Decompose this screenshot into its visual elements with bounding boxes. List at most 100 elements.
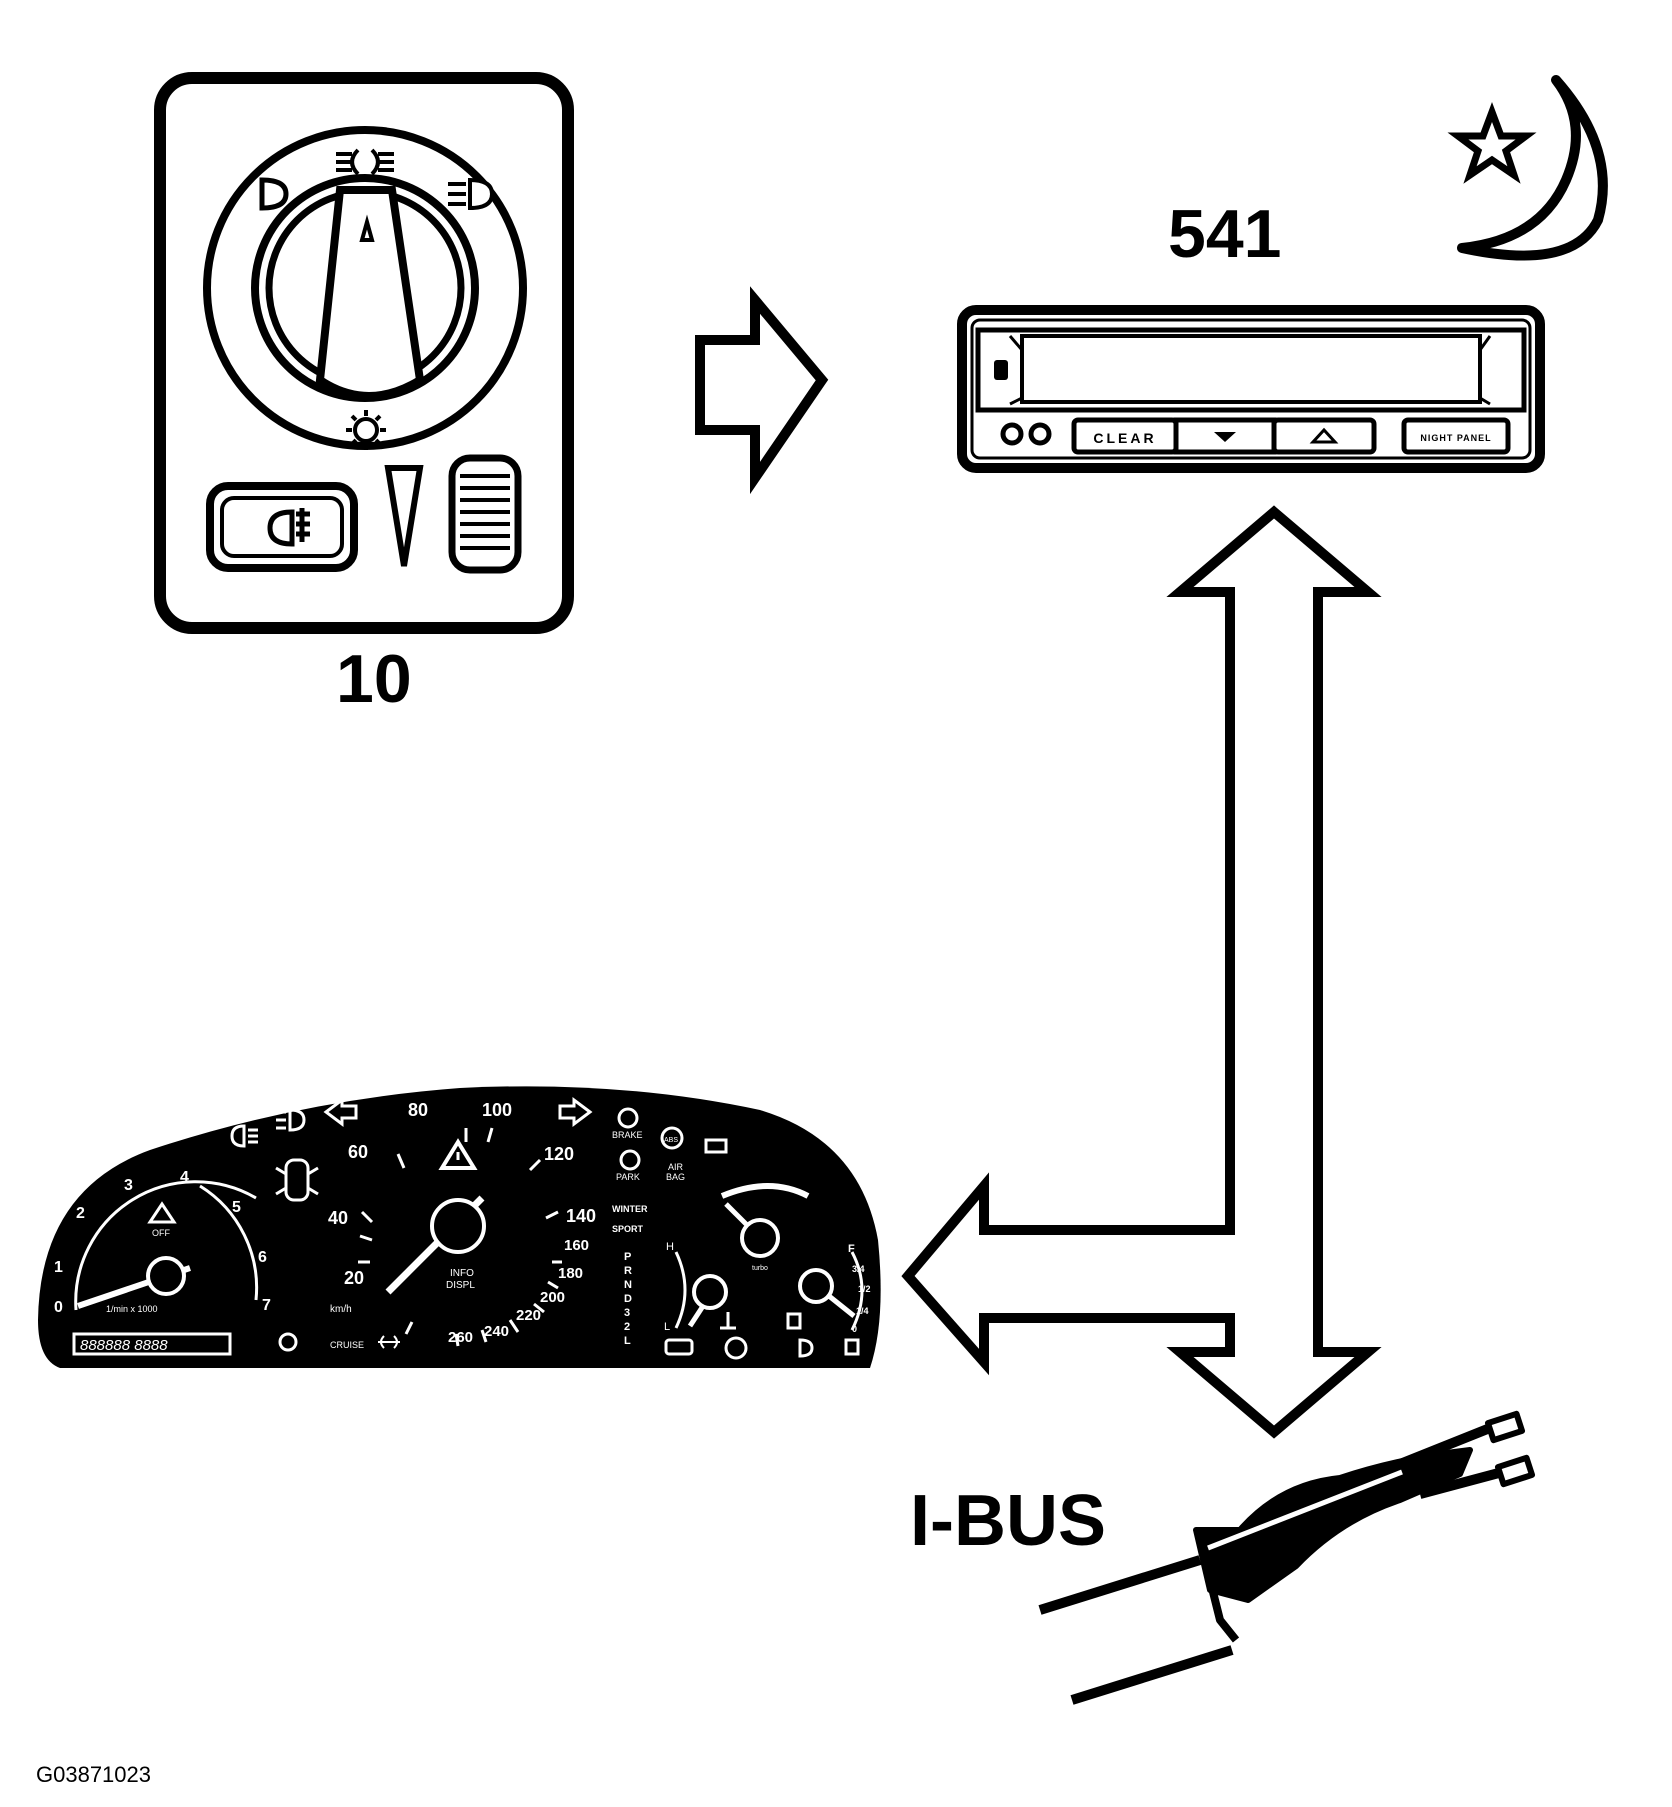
night-panel-button[interactable]	[1401, 417, 1511, 455]
sport-mode-label: SPORT	[612, 1224, 644, 1234]
rear-fog-icon	[230, 1124, 258, 1148]
ibus-label: I-BUS	[910, 1481, 1106, 1561]
gear-d: D	[624, 1293, 632, 1305]
signal-arrow-right	[695, 286, 829, 495]
fog-light-button[interactable]	[206, 482, 358, 572]
fog-light-icon	[267, 508, 310, 547]
up-arrow-icon	[1309, 427, 1339, 444]
airbag-label-1: AIR	[668, 1162, 684, 1172]
brake-icon	[617, 1107, 639, 1129]
gear-p: P	[624, 1251, 631, 1263]
tacho-tick-0: 0	[54, 1299, 63, 1316]
warning-lights: BRAKE ABS PARK AIR BAG WINTER SPORT	[612, 1107, 728, 1234]
night-star-icon	[1447, 102, 1537, 184]
turn-right-icon	[558, 1097, 593, 1127]
fuel-3q-label: 3/4	[852, 1264, 865, 1274]
temp-low-label: L	[664, 1321, 670, 1333]
check-engine-icon	[664, 1338, 694, 1356]
battery-icon	[704, 1138, 728, 1154]
turbo-label: turbo	[752, 1265, 768, 1272]
tacho-tick-5: 5	[232, 1199, 241, 1216]
cruise-label: CRUISE	[330, 1340, 364, 1350]
tacho-tick-4: 4	[180, 1169, 189, 1186]
headlight-icon	[448, 177, 495, 211]
gear-indicator: P R N D 3 2 L	[624, 1251, 632, 1347]
front-fog-icon	[798, 1338, 814, 1358]
fuel-half-label: 1/2	[858, 1284, 871, 1294]
winter-mode-label: WINTER	[612, 1204, 648, 1214]
fog-check-icon	[278, 1332, 298, 1352]
parking-light-icon	[259, 177, 289, 211]
gear-n: N	[624, 1279, 632, 1291]
park-label: PARK	[616, 1172, 640, 1182]
sid-indicator-right	[1028, 422, 1052, 446]
speedo-tick-240: 240	[484, 1323, 509, 1340]
abs-label: ABS	[664, 1137, 678, 1144]
coolant-icon	[720, 1312, 736, 1330]
odometer-digits: 888888 8888	[80, 1337, 168, 1354]
turn-left-icon	[323, 1097, 358, 1127]
info-display-label-2: DISPL	[446, 1280, 475, 1291]
tacho-tick-labels: 0 1 2 3 4 5 6 7	[54, 1169, 271, 1316]
lower-warning-icons	[664, 1336, 814, 1360]
tacho-tick-7: 7	[262, 1297, 271, 1314]
dimmer-indicator	[384, 465, 424, 567]
light-switch-panel	[154, 72, 574, 634]
speedo-tick-60: 60	[348, 1142, 368, 1162]
tacho-tick-6: 6	[258, 1249, 267, 1266]
side-lights-icon	[336, 148, 394, 176]
instrument-cluster: 0 1 2 3 4 5 6 7 1/min x 1000 OFF 888888 …	[38, 1086, 881, 1368]
light-sensor-icon	[994, 360, 1008, 380]
high-beam-icon	[276, 1108, 306, 1132]
fuel-gauge: F 3/4 1/2 1/4 0	[786, 1243, 871, 1356]
night-panel-button-label: NIGHT PANEL	[1420, 433, 1491, 443]
low-fuel-icon	[844, 1338, 860, 1356]
speedo-tick-labels: 20 40 60 80 100 120 140 160 180 200 220 …	[328, 1100, 596, 1346]
fuel-full-label: F	[848, 1243, 855, 1255]
park-brake-icon	[619, 1149, 641, 1171]
ibus-arrow-group	[901, 505, 1382, 1439]
temp-high-label: H	[666, 1241, 674, 1253]
sid-display-number: 541	[1168, 196, 1282, 272]
speedo-tick-120: 120	[544, 1144, 574, 1164]
warning-triangle-icon	[438, 1138, 478, 1170]
speedo-tick-100: 100	[482, 1100, 512, 1120]
tcs-warning-icon: OFF	[147, 1201, 177, 1238]
gear-2: 2	[624, 1321, 630, 1333]
turbo-gauge: turbo	[720, 1183, 810, 1272]
tacho-tick-2: 2	[76, 1205, 85, 1222]
speedo-tick-80: 80	[408, 1100, 428, 1120]
clear-button-label: CLEAR	[1093, 430, 1156, 446]
speedo-tick-180: 180	[558, 1265, 583, 1282]
fuel-empty-label: 0	[852, 1324, 857, 1334]
tacho-tick-3: 3	[124, 1177, 133, 1194]
speedometer	[358, 1127, 562, 1347]
rotary-knob[interactable]	[315, 186, 425, 400]
speedo-tick-160: 160	[564, 1237, 589, 1254]
fuel-pump-icon	[786, 1312, 802, 1330]
odometer-display: 888888 8888	[72, 1332, 232, 1356]
speedo-tick-220: 220	[516, 1307, 541, 1324]
speedo-tick-200: 200	[540, 1289, 565, 1306]
dimmer-icon	[346, 410, 386, 450]
speedo-tick-140: 140	[566, 1206, 596, 1226]
speed-unit-label: km/h	[330, 1304, 352, 1315]
sid-screen	[1020, 334, 1482, 404]
sid-indicator-left	[1000, 422, 1024, 446]
gear-3: 3	[624, 1307, 630, 1319]
temperature-gauge: H L	[664, 1241, 736, 1333]
tacho-unit-label: 1/min x 1000	[106, 1304, 158, 1314]
gear-l: L	[624, 1335, 631, 1347]
airbag-label-2: BAG	[666, 1172, 685, 1182]
sid-display-unit: CLEAR NIGHT PANEL	[957, 305, 1545, 473]
speedo-tick-20: 20	[344, 1268, 364, 1288]
abs-icon	[660, 1126, 684, 1150]
down-arrow-icon	[1214, 432, 1236, 442]
brake-fluid-icon	[724, 1336, 748, 1360]
info-display-label-1: INFO	[450, 1268, 474, 1279]
ibus-cable-icon	[1038, 1410, 1536, 1705]
tcs-off-label: OFF	[152, 1228, 170, 1238]
dimmer-thumbwheel[interactable]	[448, 454, 522, 574]
fuel-1q-label: 1/4	[856, 1306, 869, 1316]
